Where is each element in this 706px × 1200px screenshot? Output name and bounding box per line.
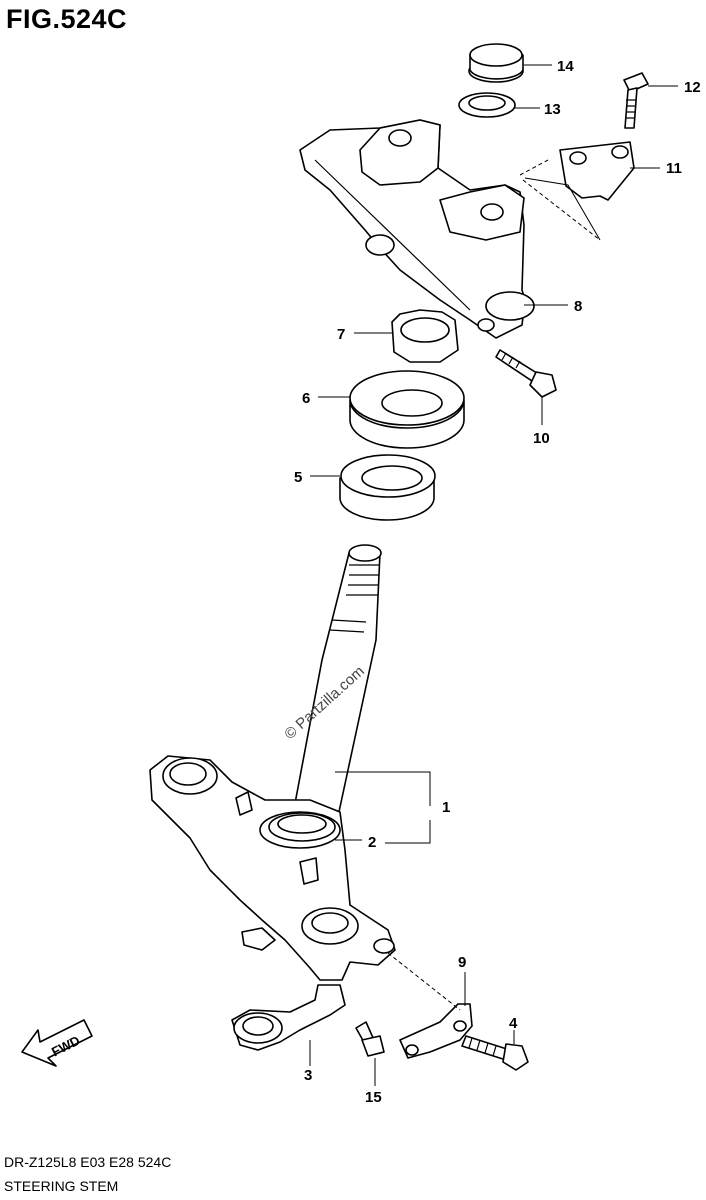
callout-5: 5 [294,469,302,486]
part-8-upper-bracket[interactable] [299,119,535,339]
callout-15: 15 [365,1089,382,1106]
callout-12: 12 [684,79,701,96]
callout-14: 14 [557,58,574,75]
callout-8: 8 [574,298,582,315]
callout-10: 10 [533,430,550,447]
callout-11: 11 [666,160,682,177]
part-7-steering-nut[interactable] [391,309,459,363]
callout-9: 9 [458,954,466,971]
callout-7: 7 [337,326,345,343]
footer-model-code: DR-Z125L8 E03 E28 524C [4,1154,172,1170]
part-1-steering-stem[interactable] [149,544,396,981]
part-3-hose-guide[interactable] [231,984,346,1051]
callout-2: 2 [368,834,376,851]
part-12-bolt[interactable] [623,72,649,129]
callout-6: 6 [302,390,310,407]
fwd-arrow-icon: FWD [21,1019,93,1067]
callout-4: 4 [509,1015,518,1032]
callout-13: 13 [544,101,561,118]
callout-1: 1 [442,799,450,816]
part-13-washer[interactable] [458,92,516,118]
part-6-dust-seal[interactable] [349,370,465,449]
footer-section-name: STEERING STEM [4,1178,119,1194]
part-4-bolt[interactable] [461,1035,529,1071]
part-11-handlebar-clamp[interactable] [559,141,635,201]
part-15-screw[interactable] [355,1021,385,1057]
part-9-plate[interactable] [399,1003,473,1059]
figure-title: FIG.524C [6,4,128,34]
callout-3: 3 [304,1067,312,1084]
part-10-bolt[interactable] [495,349,557,398]
part-14-cap[interactable] [468,43,524,83]
part-2-oil-seal[interactable] [268,812,336,842]
part-5-bearing[interactable] [339,454,436,521]
